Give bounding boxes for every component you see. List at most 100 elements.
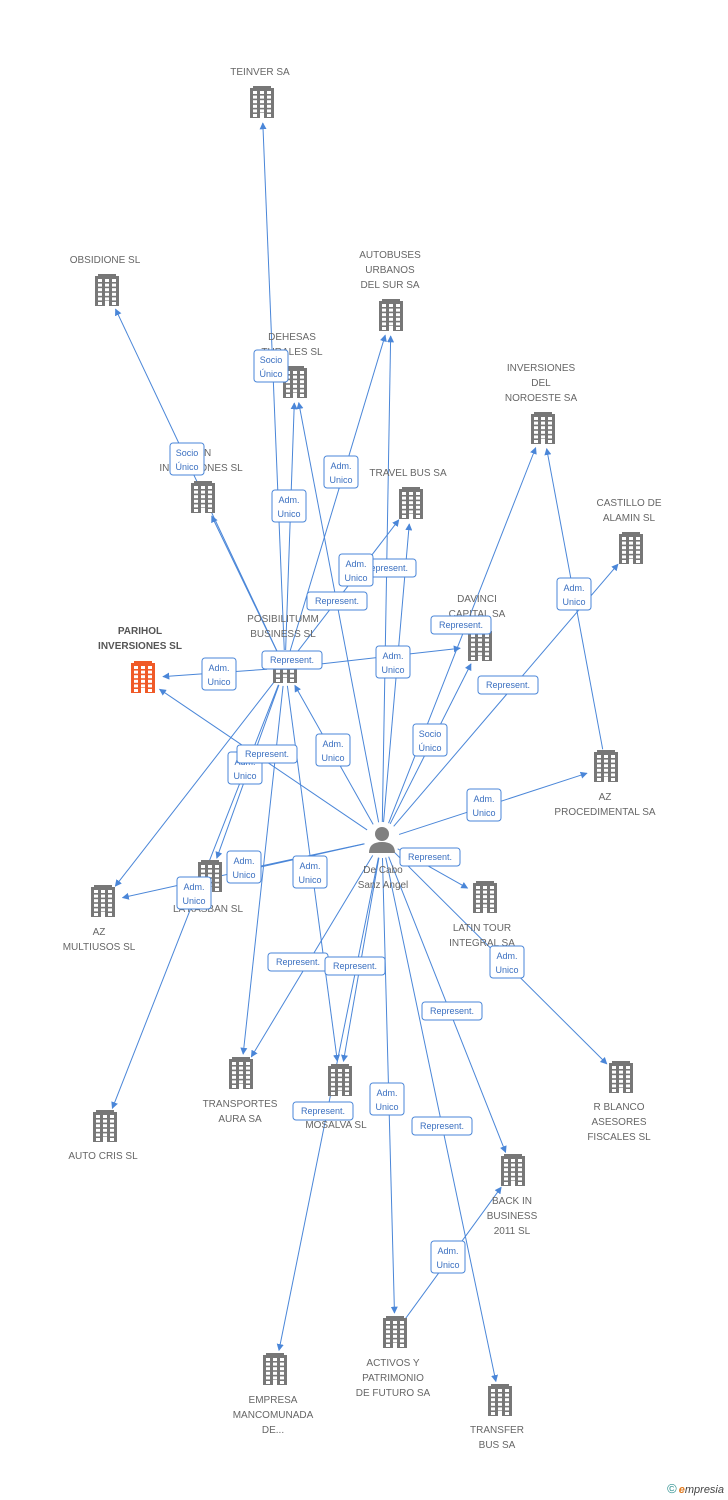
company-node-travel_bus[interactable]: TRAVEL BUS SA (369, 468, 447, 519)
building-icon (383, 1316, 407, 1348)
node-label: AZ (93, 927, 106, 938)
edge-label-text: Socio (176, 448, 199, 458)
edge-label-person-to-castillo[interactable]: Represent. (477, 675, 539, 695)
node-label: AZ (599, 792, 612, 803)
company-node-mosalva[interactable]: DEMOSALVA SL (305, 1064, 367, 1131)
building-icon (619, 532, 643, 564)
edge-label-box (253, 349, 289, 383)
edge-label-text: Adm. (322, 739, 343, 749)
node-label: ACTIVOS Y (366, 1358, 419, 1369)
edge-label-posibilitumm-to-auto_cris[interactable]: Adm.Unico (226, 850, 262, 884)
edge-label-person-to-dehesas[interactable]: Represent. (306, 591, 368, 611)
edge-label-person-to-empresa_mancomunada[interactable]: Represent. (292, 1101, 354, 1121)
company-node-empresa_mancomunada[interactable]: EMPRESAMANCOMUNADADE... (233, 1353, 314, 1436)
edge-person-to-autobuses (381, 335, 395, 823)
edge-label-posibilitumm-to-dehesas[interactable]: Adm.Unico (271, 489, 307, 523)
company-node-obsidione[interactable]: OBSIDIONE SL (70, 255, 141, 306)
node-label: BUS SA (479, 1440, 516, 1451)
edge-label-text: Adm. (345, 559, 366, 569)
edge-label-person-to-az_procedimental[interactable]: Adm. Unico (466, 788, 502, 822)
edges-layer (111, 122, 619, 1383)
building-icon (263, 1353, 287, 1385)
edge-label-person-to-inv_noroeste[interactable]: Adm.Unico (556, 577, 592, 611)
edge-label-posibilitumm-to-davinci[interactable]: Represent. (430, 615, 492, 635)
building-icon (379, 299, 403, 331)
edge-label-text: Unico (344, 573, 367, 583)
node-label: De Cabo (363, 865, 403, 876)
edge-label-box (271, 489, 307, 523)
edge-label-text: Unico (329, 475, 352, 485)
footer-credit: ©empresia (667, 1481, 724, 1496)
edge-label-text: Adm. (382, 651, 403, 661)
edge-label-person-to-kasbah[interactable]: Represent. (236, 744, 298, 764)
building-icon (328, 1064, 352, 1096)
edge-label-box (169, 442, 205, 476)
company-node-auto_cris[interactable]: AUTO CRIS SL (68, 1110, 138, 1162)
edge-label-box (292, 855, 328, 889)
edge-label-person-to-posibilitumm[interactable]: Adm.Unico (315, 733, 351, 767)
edge-person-to-inv_noroeste (388, 446, 537, 824)
edge-label-text: Unico (472, 808, 495, 818)
edge-label-box (556, 577, 592, 611)
node-label: INVERSIONES SL (98, 641, 182, 652)
edge-label-text: Represent. (430, 1006, 474, 1016)
edge-label-text: Socio (419, 729, 442, 739)
edge-label-person-to-travel_bus[interactable]: Adm. Unico (338, 553, 374, 587)
edge-label-posibilitumm-to-parihol[interactable]: Adm.Unico (201, 657, 237, 691)
node-label: INVERSIONES (507, 363, 576, 374)
node-label: FISCALES SL (587, 1132, 651, 1143)
edge-label-person-to-parihol[interactable]: Represent. (261, 650, 323, 670)
edge-label-person-to-transportes_aura[interactable]: Represent. (267, 952, 329, 972)
node-label: Sanz Angel (358, 880, 409, 891)
building-icon (594, 750, 618, 782)
edge-label-box (430, 615, 492, 635)
edge-posibilitumm-to-travel_bus (295, 519, 400, 655)
edge-label-person-to-back_in[interactable]: Represent. (421, 1001, 483, 1021)
edge-label-activos-to-back_in[interactable]: Adm.Unico (430, 1240, 466, 1274)
node-label: MOSALVA SL (305, 1120, 367, 1131)
company-node-teinver[interactable]: TEINVER SA (230, 67, 290, 118)
edge-label-text: Adm. (473, 794, 494, 804)
node-label: AUTO CRIS SL (68, 1151, 138, 1162)
edge-label-text: Único (175, 462, 198, 472)
edge-label-person-to-activos[interactable]: Adm.Unico (369, 1082, 405, 1116)
edge-posibilitumm-to-az_multiusos (114, 681, 275, 887)
node-label: DAVINCI (457, 594, 497, 605)
edge-label-person-to-az_multiusos[interactable]: Adm.Unico (292, 855, 328, 889)
edge-label-person-to-r_blanco[interactable]: Adm.Unico (489, 945, 525, 979)
edge-label-text: Adm. (330, 461, 351, 471)
node-label: 2011 SL (494, 1226, 531, 1237)
building-icon (473, 881, 497, 913)
edge-label-person-to-mosalva[interactable]: Represent. (324, 956, 386, 976)
edge-label-person-to-transfer_bus[interactable]: Represent. (411, 1116, 473, 1136)
edge-label-posibilitumm-to-autobuses[interactable]: Adm. Unico (323, 455, 359, 489)
edge-label-box (315, 733, 351, 767)
edge-label-text: Adm. (496, 951, 517, 961)
edge-label-az_procedimental-to-inv_noroeste[interactable]: Adm.Unico (375, 645, 411, 679)
edge-label-text: Unico (233, 771, 256, 781)
edge-label-posibilitumm-to-az_multiusos[interactable]: Adm.Unico (176, 876, 212, 910)
edge-label-text: Represent. (333, 961, 377, 971)
edge-label-text: Unico (232, 870, 255, 880)
edge-label-person-to-latin_tour[interactable]: Represent. (399, 847, 461, 867)
node-label: DE... (262, 1425, 284, 1436)
edge-label-box (323, 455, 359, 489)
node-label: R BLANCO (593, 1102, 644, 1113)
